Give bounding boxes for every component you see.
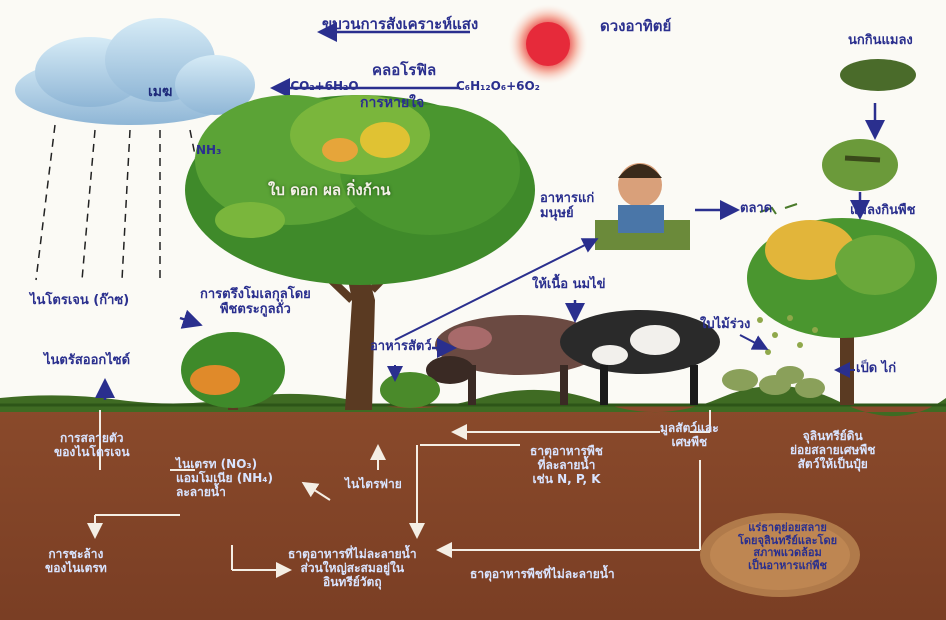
nitrate-ammonium-label: ไนเตรท (NO₃) แอมโมเนีย (NH₄) ละลายน้ำ bbox=[176, 457, 274, 499]
nitrate-leaching-label: การชะล้าง ของไนเตรท bbox=[45, 547, 107, 575]
sun-label: ดวงอาทิตย์ bbox=[600, 17, 672, 35]
human-figure bbox=[595, 163, 690, 250]
respiration-label: การหายใจ bbox=[360, 95, 425, 111]
chlorophyll-label: คลอโรฟิล bbox=[372, 61, 437, 79]
waste-label: มูลสัตว์และ เศษพืช bbox=[660, 421, 719, 449]
nh3-label: NH₃ bbox=[196, 143, 222, 157]
cattle bbox=[426, 310, 720, 405]
minerals-decompose-label: แร่ธาตุย่อยสลาย โดยจุลินทรีย์และโดย สภาพ… bbox=[738, 521, 838, 572]
cloud-shape bbox=[15, 18, 255, 125]
falling-leaves bbox=[757, 315, 818, 355]
insoluble-nutrients-label: ธาตุอาหารที่ไม่ละลายน้ำ ส่วนใหญ่สะสมอยู่… bbox=[288, 547, 417, 589]
photosynthesis-label: ขบวนการสังเคราะห์แสง bbox=[322, 15, 479, 33]
insect-eater-label: นกกินแมลง bbox=[848, 33, 913, 48]
bean-bush bbox=[181, 332, 285, 410]
nitrifying-bacteria-label: ไนไตรฟาย bbox=[345, 477, 402, 491]
insect-eats-plant-label: แมลงกินพืช bbox=[850, 203, 916, 218]
nitrous-oxide-label: ไนตรัสออกไซด์ bbox=[44, 353, 131, 368]
meat-milk-label: ให้เนื้อ นมไข่ bbox=[532, 277, 606, 292]
tree-parts-label: ใบ ดอก ผล กิ่งก้าน bbox=[268, 181, 391, 199]
legume-fixation-label: การตรึงโมเลกุลโดย พืชตระกูลถั่ว bbox=[200, 287, 311, 317]
left-formula: 6CO₂+6H₂O bbox=[282, 79, 359, 93]
soil-flow-arrows bbox=[87, 410, 711, 578]
denitrification-label: การสลายตัว ของไนโตรเจน bbox=[54, 431, 130, 459]
ducks bbox=[722, 366, 825, 398]
right-formula: C₆H₁₂O₆+6O₂ bbox=[456, 79, 540, 93]
falling-leaves-label: ใบไม้ร่วง bbox=[700, 317, 751, 332]
nitrogen-gas-label: ไนโตรเจน (ก๊าซ) bbox=[30, 293, 130, 308]
animal-feed-label: อาหารสัตว์ bbox=[370, 339, 432, 354]
insoluble-plant-nutrients-label: ธาตุอาหารพืชที่ไม่ละลายน้ำ bbox=[470, 567, 615, 581]
small-shrub bbox=[380, 372, 440, 408]
main-tree bbox=[185, 95, 535, 410]
duck-chicken-label: เป็ด ไก่ bbox=[856, 361, 897, 376]
dissolved-nutrients-label: ธาตุอาหารพืช ที่ละลายน้ำ เช่น N, P, K bbox=[530, 444, 603, 486]
cloud-label: เมฆ bbox=[148, 84, 173, 100]
bird-and-leaf bbox=[822, 59, 916, 191]
right-tree bbox=[747, 218, 937, 405]
human-food-label: อาหารแก่ มนุษย์ bbox=[540, 191, 595, 221]
market-label: ตลาด bbox=[740, 201, 773, 216]
microbes-label: จุลินทรีย์ดิน ย่อยสลายเศษพืช สัตว์ให้เป็… bbox=[790, 429, 876, 471]
